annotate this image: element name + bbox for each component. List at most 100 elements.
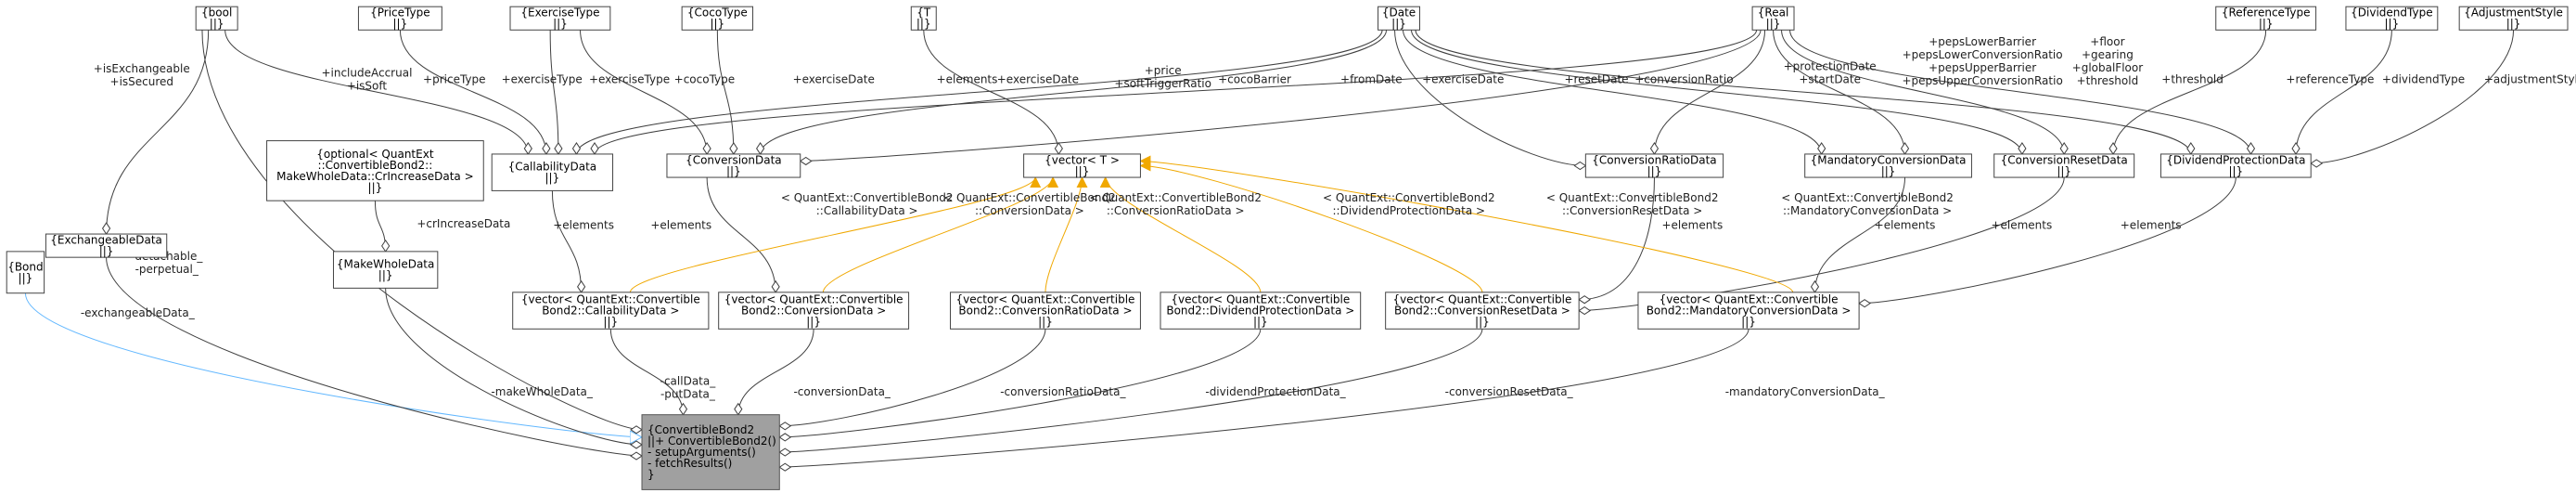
class-label-line: ||}	[1766, 18, 1781, 31]
edge-label-line: +pepsUpperBarrier	[1929, 61, 2036, 74]
class-node-optional[interactable]: {optional< QuantExt::ConvertibleBond2::M…	[266, 140, 484, 201]
edge-date-ratio-diamond	[1573, 161, 1587, 171]
edge-real-mandatory	[1773, 30, 1906, 154]
class-node-bool[interactable]: {bool||}	[195, 6, 238, 31]
edge-label-tConv: < QuantExt::ConvertibleBond2::Conversion…	[943, 191, 1116, 217]
edge-label-referenceType: +referenceType	[2286, 73, 2374, 86]
class-label-line: ||}	[2228, 164, 2243, 177]
class-label-line: ||}	[2259, 18, 2274, 31]
class-label-line: Bond2::CallabilityData >	[542, 305, 679, 318]
edge-label-line: +price	[1145, 64, 1182, 77]
edge-label-line: +priceType	[423, 73, 485, 86]
class-label-line: {Real	[1758, 6, 1789, 19]
class-node-t[interactable]: {T||}	[910, 6, 937, 31]
class-node-main[interactable]: {ConvertibleBond2||+ ConvertibleBond2()-…	[641, 414, 780, 490]
class-label-line: - fetchResults()	[647, 457, 732, 470]
class-label-line: ||}	[1391, 18, 1406, 31]
class-node-exchangeable[interactable]: {ExchangeableData||}	[45, 233, 168, 258]
class-label: {ConversionResetData||}	[2001, 153, 2128, 177]
class-label-line: {ReferenceType	[2222, 6, 2311, 19]
edge-adjustment-dividendprot-diamond	[2310, 159, 2324, 168]
class-node-conversionratio[interactable]: {ConversionRatioData||}	[1584, 153, 1724, 178]
class-box	[512, 292, 710, 330]
edge-label-line: +floor	[2090, 35, 2124, 48]
class-node-date[interactable]: {Date||}	[1378, 6, 1420, 31]
class-label: {ExerciseType||}	[520, 6, 599, 31]
edge-label-line: < QuantExt::ConvertibleBond2	[1546, 191, 1719, 204]
class-node-vectorT[interactable]: {vector< T >||}	[1023, 153, 1141, 178]
edge-date-dividendprot	[1415, 30, 2192, 154]
edge-label-elMand: +elements	[1875, 219, 1936, 232]
class-label-line: Bond2::ConversionRatioData >	[958, 305, 1132, 318]
edge-makewhole-main	[385, 288, 643, 446]
class-node-pricetype[interactable]: {PriceType||}	[357, 6, 442, 31]
class-label-line: {vector< QuantExt::Convertible	[724, 293, 904, 306]
edge-label-elConv: +elements	[650, 219, 711, 232]
class-label-line: {bool	[201, 6, 232, 19]
class-label: {ConversionRatioData||}	[1592, 153, 1716, 177]
edge-label-threshold: +threshold	[2161, 73, 2224, 86]
class-label: {AdjustmentStyle||}	[2464, 6, 2563, 31]
edge-label-dividendProtectionData: -dividendProtectionData_	[1205, 385, 1346, 398]
edge-date-conversion-diamond	[756, 142, 765, 155]
class-box	[666, 153, 801, 178]
edge-label-line: +protectionDate	[1784, 60, 1877, 73]
edge-label-line: -makeWholeData_	[491, 385, 593, 398]
edge-label-line: +elements	[1875, 219, 1936, 232]
class-node-referencetype[interactable]: {ReferenceType||}	[2215, 6, 2317, 31]
edge-label-line: +elements	[1991, 219, 2052, 232]
edge-exchangeable-main-diamond	[630, 451, 643, 461]
class-label-line: {DividendType	[2351, 6, 2432, 19]
class-label-line: ||}	[1647, 164, 1662, 177]
class-label-line: {PriceType	[370, 6, 429, 19]
class-label-line: ||}	[393, 18, 408, 31]
class-label-line: {ConversionData	[686, 153, 782, 166]
class-node-dividendprot[interactable]: {DividendProtectionData||}	[2159, 153, 2312, 178]
class-node-mandatory[interactable]: {MandatoryConversionData||}	[1804, 153, 1972, 178]
edge-label-floor: +floor+gearing+globalFloor+threshold	[2072, 35, 2144, 87]
class-node-bond[interactable]: {Bond||}	[6, 251, 45, 294]
class-label: {DividendProtectionData||}	[2166, 153, 2305, 177]
edge-label-line: +crIncreaseData	[417, 217, 510, 230]
edge-label-line: +cocoType	[674, 73, 736, 86]
class-node-callability[interactable]: {CallabilityData||}	[491, 153, 614, 191]
class-node-cocotype[interactable]: {CocoType||}	[681, 6, 754, 31]
class-label-line: {optional< QuantExt	[316, 148, 434, 161]
edge-date-ratio	[1394, 30, 1586, 166]
edge-vcall-vectorT	[629, 176, 1042, 293]
edge-label-line: < QuantExt::ConvertibleBond2	[781, 191, 954, 204]
class-node-real[interactable]: {Real||}	[1751, 6, 1795, 31]
edge-label-line: +dividendType	[2382, 73, 2465, 86]
edge-label-line: +conversionRatio	[1634, 73, 1733, 86]
edge-vmand-main	[779, 329, 1749, 468]
class-box	[2159, 153, 2312, 178]
edge-label-line: -dividendProtectionData_	[1205, 385, 1346, 398]
edge-label-exerciseType1: +exerciseType	[502, 73, 583, 86]
class-node-makewhole[interactable]: {MakeWholeData||}	[332, 251, 439, 289]
class-node-conversion[interactable]: {ConversionData||}	[666, 153, 801, 178]
class-box	[2458, 6, 2569, 31]
class-node-dividendtype[interactable]: {DividendType||}	[2345, 6, 2439, 31]
class-node-adjustmentstyle[interactable]: {AdjustmentStyle||}	[2458, 6, 2569, 31]
edge-date-callability	[575, 30, 1383, 154]
class-label: {Bond||}	[7, 260, 43, 284]
class-label-line: ||}	[603, 316, 618, 329]
edge-label-line: +pepsUpperConversionRatio	[1902, 74, 2062, 87]
edge-real-conversion-diamond	[799, 156, 813, 166]
class-label: {T||}	[916, 6, 931, 31]
edge-real-reset-diamond	[2059, 142, 2069, 155]
edge-pricetype-callability	[399, 30, 547, 154]
class-node-reset[interactable]: {ConversionResetData||}	[1993, 153, 2135, 178]
edge-vreset-main	[779, 329, 1483, 453]
class-label-line: ||}	[378, 269, 393, 282]
edge-label-line: +exerciseType	[589, 73, 670, 86]
edge-label-line: < QuantExt::ConvertibleBond2	[1089, 191, 1262, 204]
class-node-exercisetype[interactable]: {ExerciseType||}	[509, 6, 611, 31]
